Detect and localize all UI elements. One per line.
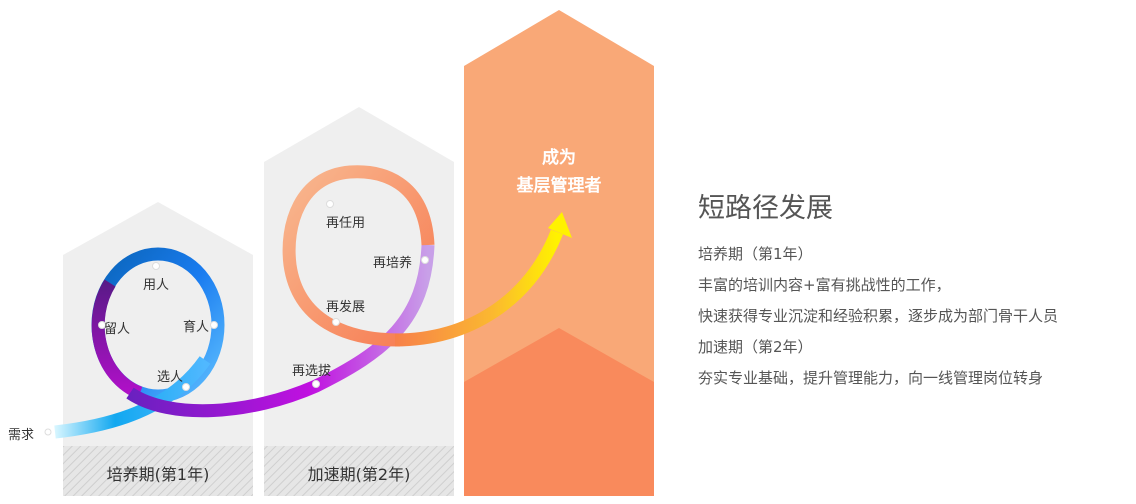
goal-column xyxy=(464,10,654,496)
side-line: 快速获得专业沉淀和经验积累，逐步成为部门骨干人员 xyxy=(698,307,1059,325)
goal-line-2: 基层管理者 xyxy=(516,176,602,196)
loop1-ring-left xyxy=(91,279,143,400)
stage-column-1 xyxy=(63,202,253,496)
stage-label-2: 加速期(第2年) xyxy=(307,465,411,484)
goal-label: 成为 基层管理者 xyxy=(464,144,654,200)
side-line: 培养期（第1年） xyxy=(698,245,813,263)
node-label-reappoint: 再任用 xyxy=(326,216,366,231)
side-line: 丰富的培训内容+富有挑战性的工作， xyxy=(698,276,951,294)
goal-line-1: 成为 xyxy=(542,148,576,168)
exit-arrow xyxy=(394,229,564,347)
loop2-ring xyxy=(282,165,435,347)
side-line: 加速期（第2年） xyxy=(698,338,813,356)
node-label-retrain: 再培养 xyxy=(373,256,413,271)
stage-label-1: 培养期(第1年) xyxy=(106,465,210,484)
node-label-redevelop: 再发展 xyxy=(326,300,366,315)
intro-arrow xyxy=(54,356,211,439)
start-label: 需求 xyxy=(8,428,35,443)
node-dots xyxy=(44,200,429,436)
node-label-select: 选人 xyxy=(157,370,184,385)
side-line: 夯实专业基础，提升管理能力，向一线管理岗位转身 xyxy=(698,369,1044,387)
side-description: 短路径发展 培养期（第1年） 丰富的培训内容+富有挑战性的工作， 快速获得专业沉… xyxy=(698,186,1058,394)
node-label-retain: 留人 xyxy=(104,322,131,337)
arrowhead-icon xyxy=(548,212,572,238)
node-label-develop: 育人 xyxy=(183,320,210,335)
side-title: 短路径发展 xyxy=(698,193,833,224)
node-label-reselect: 再选拔 xyxy=(292,364,332,379)
node-label-use: 用人 xyxy=(143,278,170,293)
